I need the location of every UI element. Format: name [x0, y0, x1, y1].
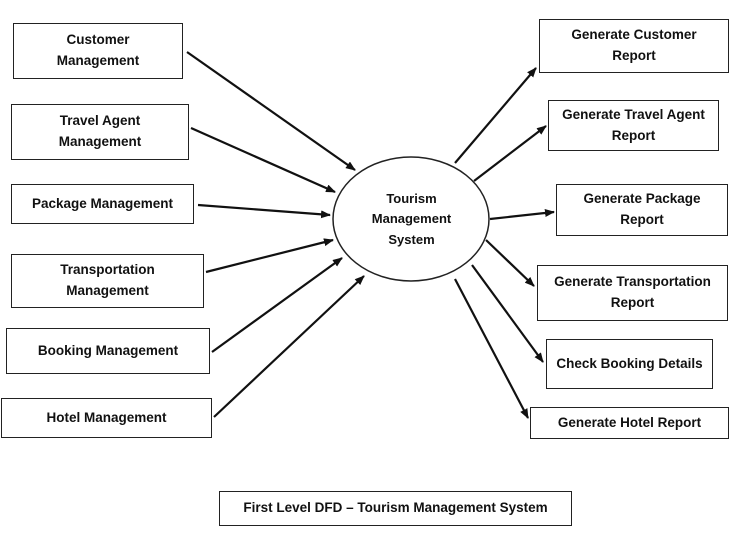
output-label: Check Booking Details [556, 355, 703, 371]
process-circle [332, 156, 490, 282]
entity-label: Package Management [31, 195, 174, 211]
arrow-customer-in [186, 51, 356, 171]
arrow-package-in [197, 203, 331, 219]
arrow-booking-details-out [471, 264, 544, 363]
diagram-caption: First Level DFD – Tourism Management Sys… [219, 491, 572, 526]
entity-travel-agent-management: Travel Agent Management [11, 104, 189, 160]
output-generate-travel-agent-report: Generate Travel Agent Report [548, 100, 719, 151]
output-generate-customer-report: Generate Customer Report [539, 19, 729, 73]
arrow-hotel-report-out [454, 278, 529, 419]
output-generate-hotel-report: Generate Hotel Report [530, 407, 729, 439]
arrow-hotel-in [213, 275, 365, 418]
entity-booking-management: Booking Management [6, 328, 210, 374]
output-check-booking-details: Check Booking Details [546, 339, 713, 389]
output-label: Generate Package Report [583, 191, 701, 227]
entity-label: Travel Agent Management [58, 113, 142, 149]
arrow-travel-agent-report-out [473, 125, 547, 182]
arrow-booking-in [211, 257, 343, 353]
entity-label: Transportation Management [60, 262, 155, 298]
caption-text: First Level DFD – Tourism Management Sys… [243, 500, 548, 516]
arrow-travel-agent-in [190, 126, 336, 194]
entity-hotel-management: Hotel Management [1, 398, 212, 438]
entity-label: Hotel Management [46, 409, 167, 425]
output-label: Generate Travel Agent Report [562, 106, 705, 143]
output-label: Generate Customer Report [571, 27, 697, 63]
output-generate-package-report: Generate Package Report [556, 184, 728, 236]
entity-label: Booking Management [37, 342, 179, 358]
output-label: Generate Hotel Report [557, 414, 702, 430]
arrow-transportation-in [205, 238, 334, 274]
output-generate-transportation-report: Generate Transportation Report [537, 265, 728, 321]
arrow-customer-report-out [454, 67, 537, 164]
entity-transportation-management: Transportation Management [11, 254, 204, 308]
entity-package-management: Package Management [11, 184, 194, 224]
entity-label: Customer Management [56, 32, 140, 68]
entity-customer-management: Customer Management [13, 23, 183, 79]
process-label: Tourism Management System [371, 191, 452, 247]
output-label: Generate Transportation Report [554, 274, 711, 310]
arrow-package-report-out [489, 209, 555, 221]
arrow-transportation-report-out [485, 239, 535, 287]
